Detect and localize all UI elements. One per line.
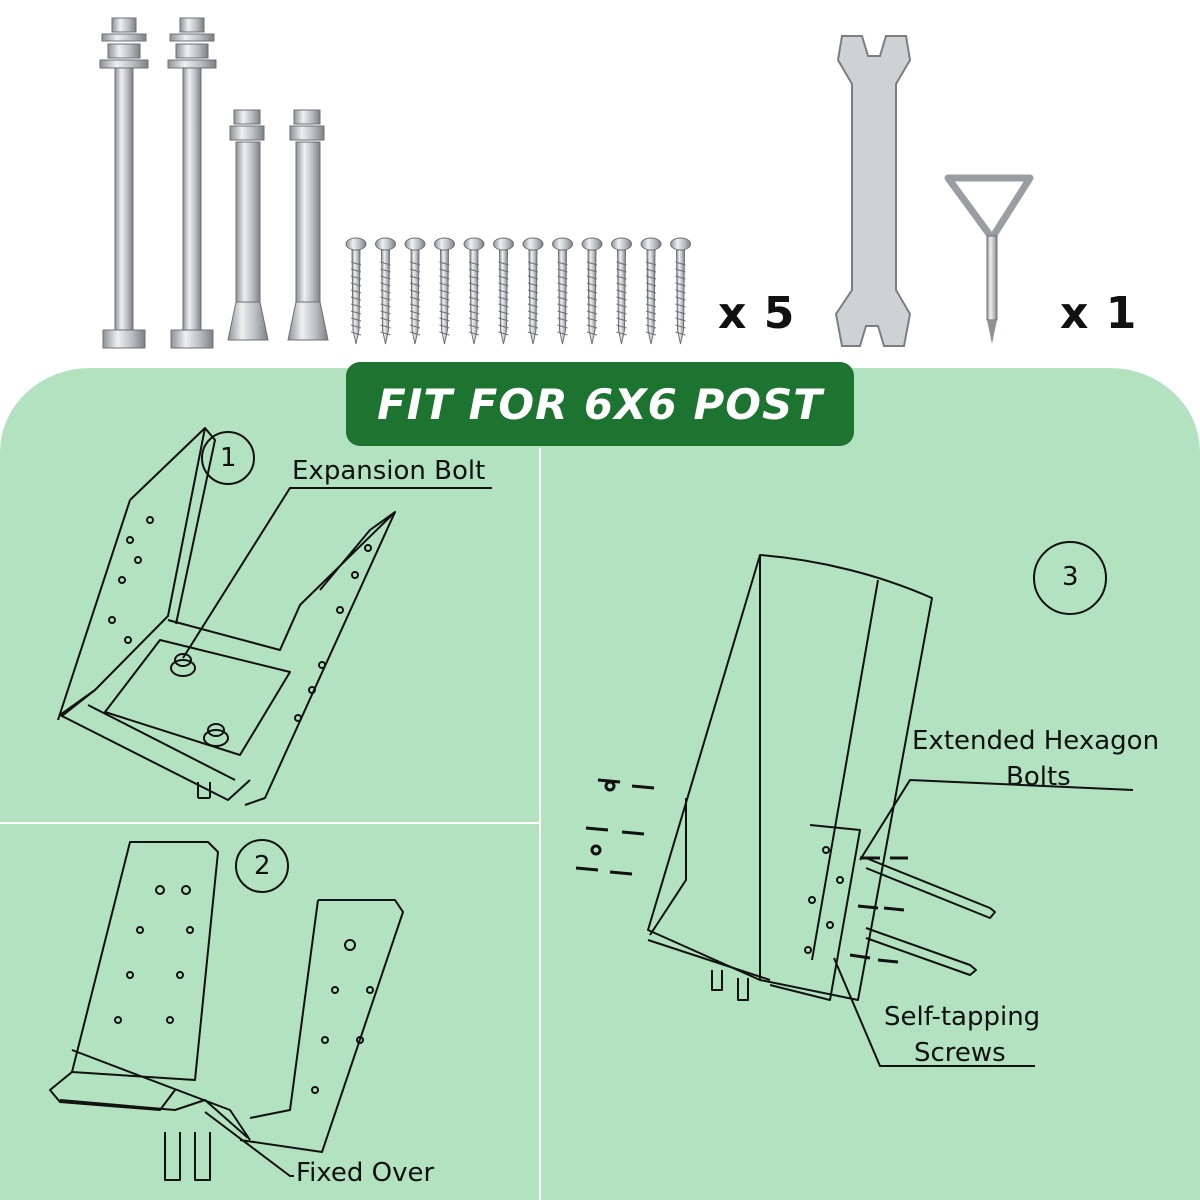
screws-label: Screws <box>914 1038 1006 1068</box>
hex-bolt-long-1 <box>99 17 149 349</box>
panel-divider-vertical <box>539 448 541 1200</box>
triangle-key-icon <box>944 174 1034 344</box>
tools-quantity: x 1 <box>1060 288 1138 339</box>
step-3-post-drawing <box>647 541 1134 1067</box>
step-2-label: Fixed Over <box>296 1158 435 1188</box>
step-3-number: 3 <box>1062 562 1079 592</box>
step-1-bracket-drawing <box>57 427 492 806</box>
self-tapping-label: Self-tapping <box>884 1002 1041 1032</box>
screw-icon <box>404 237 426 345</box>
step-2-bracket-drawing <box>49 839 404 1181</box>
screw-icon <box>640 237 662 345</box>
screw-icon <box>611 237 632 345</box>
expansion-anchor-1 <box>227 109 269 341</box>
screw-icon <box>581 237 603 345</box>
screw-icon <box>463 237 485 345</box>
screw-icon <box>493 237 514 345</box>
screws-quantity: x 5 <box>718 288 796 339</box>
screw-icon <box>552 237 573 345</box>
screw-icon <box>375 237 396 345</box>
banner-title: FIT FOR 6X6 POST <box>377 379 823 429</box>
step-2-number: 2 <box>254 851 271 881</box>
post-size-banner: FIT FOR 6X6 POST <box>346 362 854 446</box>
step-1-label: Expansion Bolt <box>292 456 486 486</box>
step-1-number: 1 <box>220 443 237 473</box>
self-tapping-screws <box>345 237 691 345</box>
panel-divider-horizontal <box>0 822 539 824</box>
extended-hexagon-label: Extended Hexagon <box>912 726 1160 756</box>
screw-icon <box>345 237 367 345</box>
expansion-anchor-2 <box>287 109 329 341</box>
screw-icon <box>434 237 455 345</box>
step-3-loose-screws <box>575 778 908 964</box>
screw-icon <box>522 237 544 345</box>
screw-icon <box>670 237 691 345</box>
wrench-icon <box>834 35 912 347</box>
hex-bolt-long-2 <box>167 17 217 349</box>
bolts-label: Bolts <box>1006 762 1071 792</box>
